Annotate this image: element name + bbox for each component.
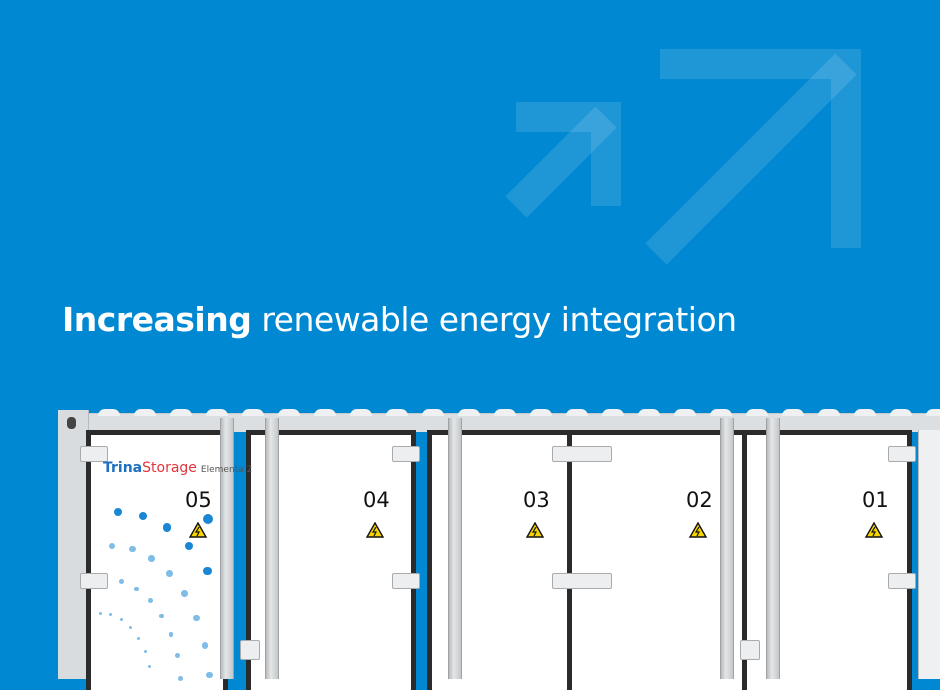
decorative-dot (166, 570, 173, 577)
decorative-dot (143, 650, 147, 653)
roof-corrugation (926, 409, 940, 416)
high-voltage-warning-icon (366, 522, 384, 538)
decorative-dot (203, 566, 212, 576)
roof-corrugation (674, 409, 696, 416)
hinge (80, 573, 108, 589)
roof-corrugation (350, 409, 372, 416)
roof-corrugation (242, 409, 264, 416)
logo-brand-a: Trina (103, 460, 143, 476)
decorative-dot (129, 626, 133, 630)
decorative-dot (134, 586, 139, 592)
hinge (552, 446, 612, 462)
door-number: 02 (686, 488, 713, 512)
decorative-dot (113, 508, 123, 517)
headline-light: renewable energy integration (261, 300, 737, 339)
door-02 (567, 430, 747, 690)
decorative-dot (98, 611, 102, 615)
latch (740, 640, 760, 660)
roof-corrugation (134, 409, 156, 416)
high-voltage-warning-icon (189, 522, 207, 538)
logo-model: Elementa 2 (200, 465, 253, 475)
roof-corrugation (278, 409, 300, 416)
decorative-dot (119, 618, 123, 622)
roof-corrugation (206, 409, 228, 416)
locking-bar (448, 418, 462, 679)
hinge (552, 573, 612, 589)
decorative-dot (178, 676, 184, 681)
hinge (888, 446, 916, 462)
decorative-dot (108, 542, 116, 550)
decorative-dot (206, 671, 213, 679)
high-voltage-warning-icon (865, 522, 883, 538)
roof-corrugation (746, 409, 768, 416)
roof-corrugation (566, 409, 588, 416)
roof-corrugation (422, 409, 444, 416)
door-number: 05 (185, 488, 212, 512)
corner-casting (67, 417, 76, 429)
decorative-dot (162, 523, 172, 532)
roof-corrugation (818, 409, 840, 416)
high-voltage-warning-icon (526, 522, 544, 538)
locking-bar (766, 418, 780, 679)
door-number: 01 (862, 488, 889, 512)
roof-corrugation (458, 409, 480, 416)
roof-corrugation (782, 409, 804, 416)
roof-corrugation (170, 409, 192, 416)
growth-arrows-icon (505, 49, 861, 265)
hinge (392, 446, 420, 462)
headline: Increasing renewable energy integration (62, 300, 737, 339)
roof-corrugation (890, 409, 912, 416)
roof-corrugation (710, 409, 732, 416)
decorative-dot (159, 613, 165, 619)
large-arrow-icon (660, 49, 861, 248)
roof-corrugation (98, 409, 120, 416)
decorative-dot (109, 613, 113, 617)
hinge (392, 573, 420, 589)
decorative-dot (119, 579, 124, 585)
decorative-dot (129, 545, 136, 553)
decorative-dot (148, 664, 152, 668)
roof-corrugation (530, 409, 552, 416)
door-number: 04 (363, 488, 390, 512)
decorative-dot (203, 513, 214, 525)
decorative-dot (193, 614, 201, 622)
side-vent-panel (918, 430, 940, 679)
small-arrow-icon (516, 102, 621, 206)
decorative-dot (201, 642, 209, 649)
locking-bar (220, 418, 234, 679)
locking-bar (720, 418, 734, 679)
locking-bar (265, 418, 279, 679)
decorative-dot (174, 653, 180, 659)
door-number: 03 (523, 488, 550, 512)
roof-corrugation (494, 409, 516, 416)
latch (240, 640, 260, 660)
logo-brand-b: Storage (142, 460, 197, 476)
high-voltage-warning-icon (689, 522, 707, 538)
hinge (80, 446, 108, 462)
roof-corrugation (602, 409, 624, 416)
decorative-dot (148, 554, 156, 562)
decorative-dot (138, 511, 148, 521)
decorative-dot (147, 598, 153, 603)
decorative-dot (184, 541, 194, 551)
headline-bold: Increasing (62, 300, 252, 339)
roof-corrugation (386, 409, 408, 416)
decorative-dot (137, 636, 141, 640)
roof-corrugation (638, 409, 660, 416)
roof-corrugation (314, 409, 336, 416)
roof-corrugation (854, 409, 876, 416)
hinge (888, 573, 916, 589)
decorative-dot (168, 632, 174, 638)
decorative-dot (181, 590, 188, 597)
